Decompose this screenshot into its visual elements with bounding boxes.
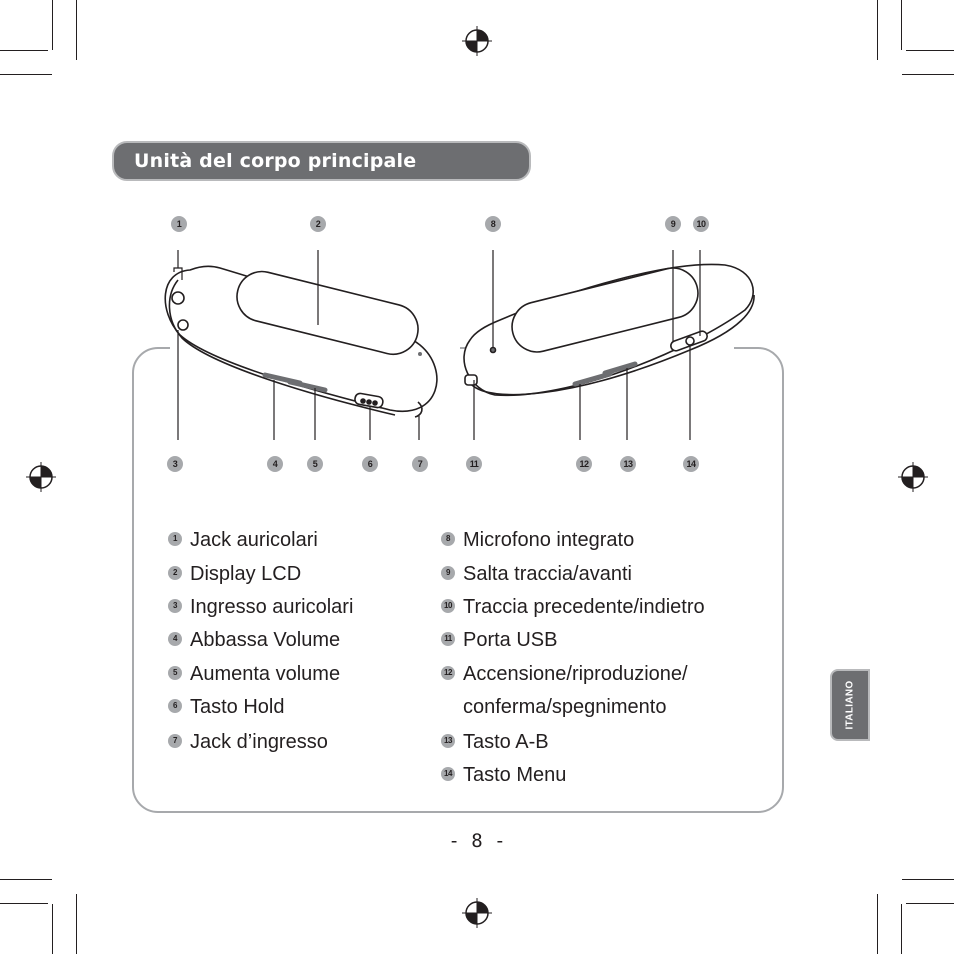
device-left-lcd: [236, 270, 419, 356]
registration-mark-left: [26, 462, 56, 492]
registration-mark-right: [898, 462, 928, 492]
callout-7: 7: [412, 456, 428, 472]
section-title-bar: Unità del corpo principale: [112, 141, 531, 181]
callout-11: 11: [466, 456, 482, 472]
language-tab-label: ITALIANO: [844, 680, 856, 730]
callout-12: 12: [576, 456, 592, 472]
callout-4: 4: [267, 456, 283, 472]
device-right-lcd: [511, 267, 699, 353]
callout-8: 8: [485, 216, 501, 232]
page-number: - 8 -: [448, 830, 506, 852]
language-tab: ITALIANO: [830, 669, 870, 741]
registration-mark-bottom: [462, 898, 492, 928]
callout-1: 1: [171, 216, 187, 232]
section-title: Unità del corpo principale: [134, 150, 417, 172]
callout-5: 5: [307, 456, 323, 472]
callout-3: 3: [167, 456, 183, 472]
callout-14: 14: [683, 456, 699, 472]
device-illustration: [164, 250, 755, 440]
callout-13: 13: [620, 456, 636, 472]
callout-9: 9: [665, 216, 681, 232]
callout-6: 6: [362, 456, 378, 472]
registration-mark-top: [462, 26, 492, 56]
callout-2: 2: [310, 216, 326, 232]
callout-10: 10: [693, 216, 709, 232]
